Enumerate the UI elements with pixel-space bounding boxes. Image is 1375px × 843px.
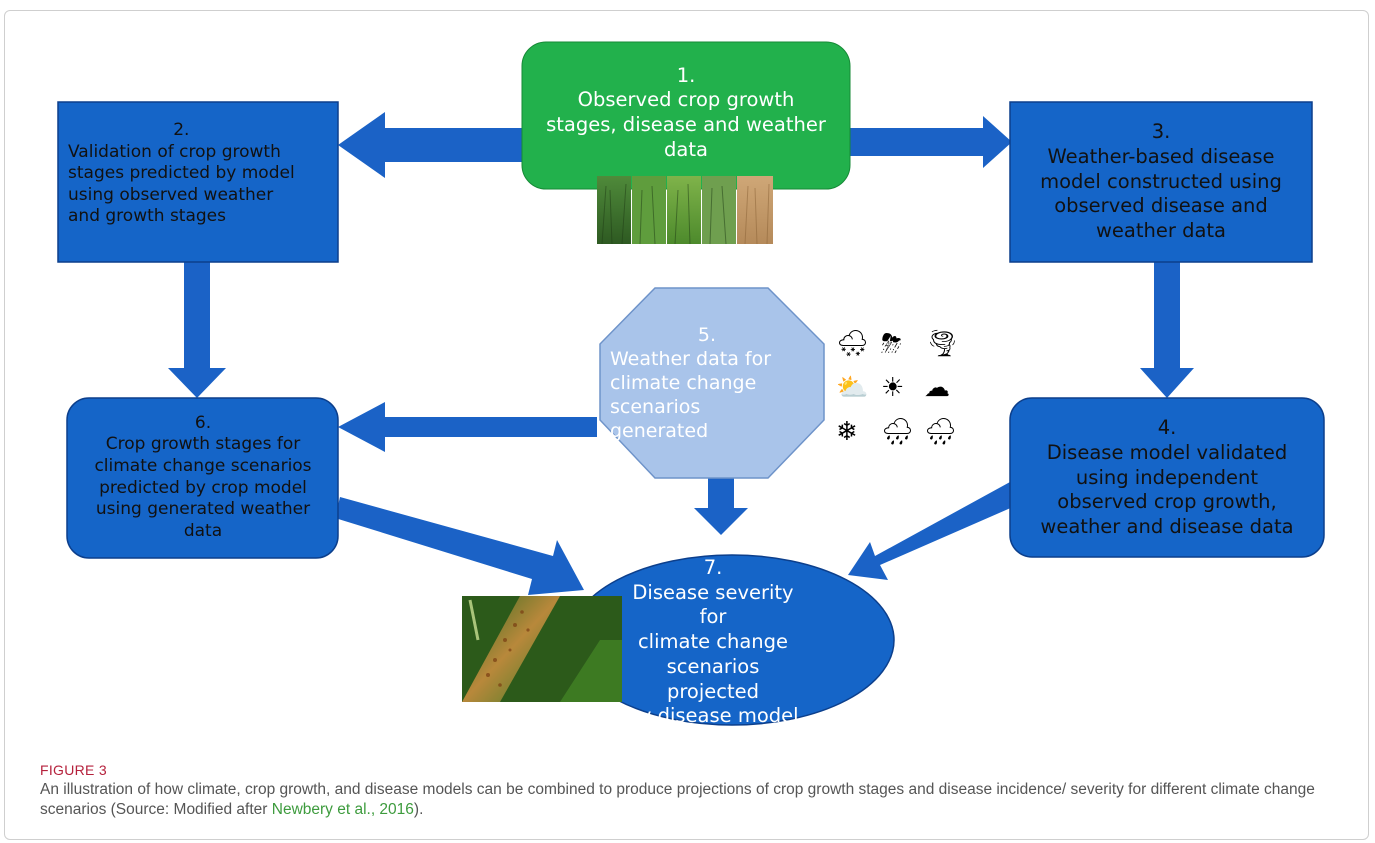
snow-rain-icon: 🌨 — [836, 328, 870, 358]
node-5-text: 5.Weather data for climate change scenar… — [604, 318, 804, 448]
arrow-5-to-6 — [338, 402, 597, 452]
node-1-number: 1. — [676, 63, 696, 87]
node-7-text: 7.Disease severity for climate change sc… — [618, 556, 808, 728]
node-6-number: 6. — [194, 412, 212, 433]
arrow-6-to-7 — [335, 497, 584, 595]
arrow-5-to-7 — [694, 470, 748, 535]
node-4-label: Disease model validated using independen… — [1040, 440, 1294, 539]
arrow-1-to-3 — [850, 116, 1012, 168]
node-1-text: 1. Observed crop growth stages, disease … — [532, 58, 840, 168]
citation-link[interactable]: Newbery et al., 2016 — [271, 801, 414, 818]
arrow-3-to-4 — [1140, 262, 1194, 398]
arrow-2-to-6 — [168, 262, 226, 398]
diseased-leaf-image — [462, 596, 622, 702]
caption-tail: ). — [413, 801, 424, 818]
node-2-text: 2.Validation of crop growth stages predi… — [62, 108, 334, 240]
node-6-label: Crop growth stages for climate change sc… — [94, 434, 312, 541]
node-3-box — [1009, 101, 1313, 263]
figure-label: FIGURE 3 — [40, 762, 107, 778]
node-6-text: 6.Crop growth stages for climate change … — [70, 400, 336, 555]
arrow-4-to-7 — [848, 482, 1022, 580]
node-2-number: 2. — [173, 120, 190, 141]
node-5-label: Weather data for climate change scenario… — [610, 347, 771, 443]
snow-icon: ❄ — [836, 416, 858, 446]
node-7-label: Disease severity for climate change scen… — [627, 580, 799, 728]
tornado-icon: 🌪 — [926, 328, 960, 358]
node-4-number: 4. — [1157, 416, 1177, 440]
node-4-box — [1009, 397, 1325, 558]
node-5-box — [599, 287, 825, 479]
sun-icon: ☀ — [881, 372, 905, 402]
node-3-label: Weather-based disease model constructed … — [1040, 144, 1282, 243]
crop-growth-images — [597, 176, 773, 245]
figure-frame — [4, 10, 1369, 840]
heavy-rain-icon: 🌧 — [924, 416, 958, 446]
arrow-1-to-2 — [338, 112, 522, 178]
node-5-number: 5. — [697, 323, 717, 346]
rain-icon: 🌧 — [881, 416, 915, 446]
partly-sunny-icon: ⛅ — [836, 372, 869, 402]
figure-caption: An illustration of how climate, crop gro… — [40, 780, 1340, 820]
node-7-number: 7. — [703, 555, 723, 579]
node-1-label: Observed crop growth stages, disease and… — [546, 88, 826, 161]
arrows — [168, 112, 1194, 595]
node-6-box — [66, 397, 339, 559]
cloudy-icon: ☁ — [924, 372, 950, 402]
node-2-box — [57, 101, 339, 263]
node-3-number: 3. — [1151, 120, 1171, 144]
thunderstorm-icon: ⛈ — [881, 328, 902, 358]
caption-text: An illustration of how climate, crop gro… — [40, 781, 1315, 818]
node-2-label: Validation of crop growth stages predict… — [68, 141, 295, 227]
node-3-text: 3.Weather-based disease model constructe… — [1014, 108, 1308, 256]
node-4-text: 4.Disease model validated using independ… — [1014, 404, 1320, 552]
